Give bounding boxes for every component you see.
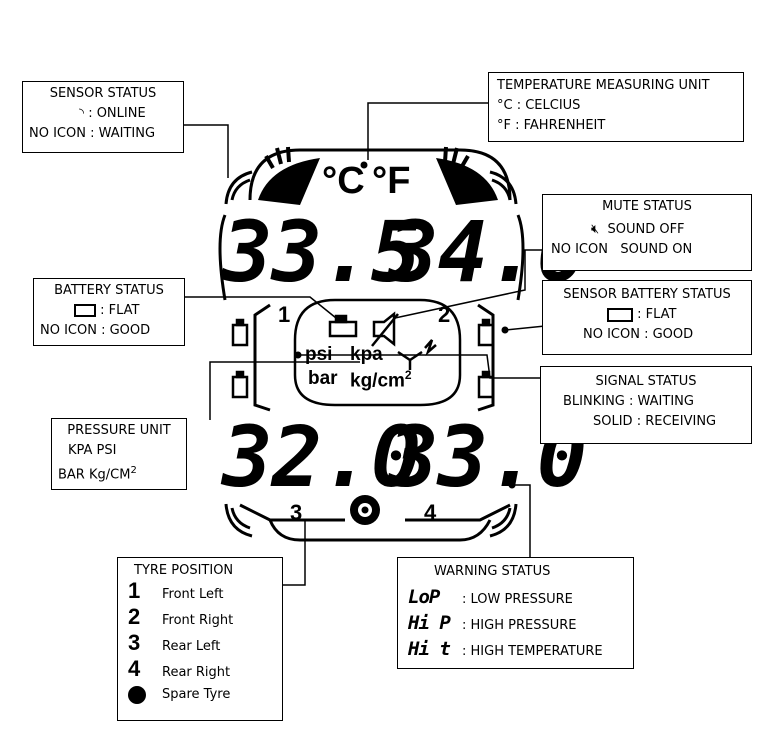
- sensor-online: : ONLINE: [88, 106, 146, 121]
- mute-icon: 🔇︎: [591, 222, 600, 237]
- mute-off: SOUND OFF: [607, 222, 685, 237]
- warning-code-hit: Hi t: [408, 638, 451, 660]
- pressure-unit-line1: KPA PSI: [68, 443, 117, 458]
- position-1: 1: [278, 302, 291, 327]
- reading-rear-left: 32.0: [222, 408, 421, 506]
- warning-status-box: WARNING STATUS LoP : LOW PRESSURE Hi P : H…: [397, 557, 634, 669]
- tyre-label: Front Left: [162, 587, 224, 602]
- celsius-symbol: °C: [322, 160, 365, 202]
- position-2: 2: [438, 302, 451, 327]
- battery-good: NO ICON : GOOD: [40, 323, 151, 338]
- spare-tyre-small-icon: [128, 685, 146, 704]
- sensor-battery-flat: : FLAT: [637, 307, 677, 322]
- warning-status-title: WARNING STATUS: [434, 564, 551, 579]
- tyre-item: 2 Front Right: [128, 604, 272, 633]
- sensor-battery-box: SENSOR BATTERY STATUS : FLAT NO ICON : G…: [542, 280, 752, 355]
- warning-label-hip: : HIGH PRESSURE: [462, 618, 577, 633]
- tyre-position-list: 1 Front Left 2 Front Right 3 Rear Left 4 Rea…: [128, 578, 272, 711]
- unit-kgcm-text: kg/cm: [350, 370, 405, 392]
- pressure-unit-box: PRESSURE UNIT KPA PSI BAR Kg/CM2: [51, 418, 187, 490]
- sensor-status-title: SENSOR STATUS: [49, 86, 157, 101]
- unit-kgcm-sq: 2: [404, 368, 412, 382]
- pressure-unit-line2: BAR Kg/CM: [58, 467, 131, 483]
- signal-blinking: BLINKING : WAITING: [563, 394, 694, 409]
- warning-code-hip: Hi P: [408, 612, 451, 634]
- tyre-num: 4: [128, 656, 141, 681]
- tyre-item: 3 Rear Left: [128, 630, 272, 659]
- battery-status-title: BATTERY STATUS: [54, 283, 164, 298]
- sensor-waiting: NO ICON : WAITING: [29, 126, 156, 141]
- signal-solid: SOLID : RECEIVING: [593, 414, 717, 429]
- warning-code-lop: LoP: [408, 586, 440, 608]
- warning-label-hit: : HIGH TEMPERATURE: [462, 644, 603, 659]
- unit-psi: psi: [305, 344, 333, 365]
- mute-on: SOUND ON: [620, 242, 693, 257]
- tyre-item: 4 Rear Right: [128, 656, 272, 685]
- sensor-battery-title: SENSOR BATTERY STATUS: [563, 287, 731, 302]
- mute-status-box: MUTE STATUS 🔇︎ SOUND OFF NO ICON SOUND O…: [542, 194, 752, 271]
- mute-status-title: MUTE STATUS: [602, 199, 692, 214]
- battery-icon: [74, 304, 96, 317]
- temp-unit-title: TEMPERATURE MEASURING UNIT: [497, 78, 710, 93]
- sensor-wave-icon: ◝: [79, 106, 85, 121]
- signal-status-title: SIGNAL STATUS: [595, 374, 697, 389]
- sensor-battery-icon: [607, 307, 633, 322]
- tyre-label: Spare Tyre: [162, 687, 231, 702]
- battery-status-box: BATTERY STATUS : FLAT NO ICON : GOOD: [33, 278, 185, 346]
- tyre-num: 1: [128, 578, 141, 603]
- mute-no-icon: NO ICON: [551, 242, 608, 257]
- temp-unit-c: °C : CELCIUS: [497, 98, 581, 113]
- tyre-item: 1 Front Left: [128, 578, 272, 607]
- position-3: 3: [290, 500, 303, 525]
- tyre-label: Front Right: [162, 613, 234, 628]
- position-4: 4: [424, 500, 437, 525]
- sensor-battery-good: NO ICON : GOOD: [583, 327, 694, 342]
- sensor-status-box: SENSOR STATUS ◝ : ONLINE NO ICON : WAITI…: [22, 81, 184, 153]
- tyre-label: Rear Right: [162, 665, 231, 680]
- unit-kpa: kpa: [350, 344, 383, 365]
- tyre-position-title: TYRE POSITION: [134, 563, 234, 578]
- fahrenheit-symbol: °F: [372, 160, 411, 202]
- tyre-position-box: TYRE POSITION 1 Front Left 2 Front Right 3…: [117, 557, 283, 721]
- tyre-label: Rear Left: [162, 639, 221, 654]
- unit-kgcm: kg/cm2: [350, 368, 412, 392]
- battery-flat: : FLAT: [100, 303, 140, 318]
- signal-status-box: SIGNAL STATUS BLINKING : WAITING SOLID :…: [540, 366, 752, 444]
- tyre-num: 2: [128, 604, 141, 629]
- pressure-unit-title: PRESSURE UNIT: [67, 423, 171, 438]
- temp-unit-f: °F : FAHRENHEIT: [497, 118, 606, 133]
- unit-bar: bar: [308, 368, 338, 389]
- pressure-unit-sq: 2: [130, 465, 137, 476]
- warning-label-lop: : LOW PRESSURE: [462, 592, 573, 607]
- tyre-item: Spare Tyre: [128, 685, 272, 711]
- tyre-num: 3: [128, 630, 141, 655]
- reading-front-left: 33.5: [222, 203, 421, 301]
- temp-unit-box: TEMPERATURE MEASURING UNIT °C : CELCIUS …: [488, 72, 744, 142]
